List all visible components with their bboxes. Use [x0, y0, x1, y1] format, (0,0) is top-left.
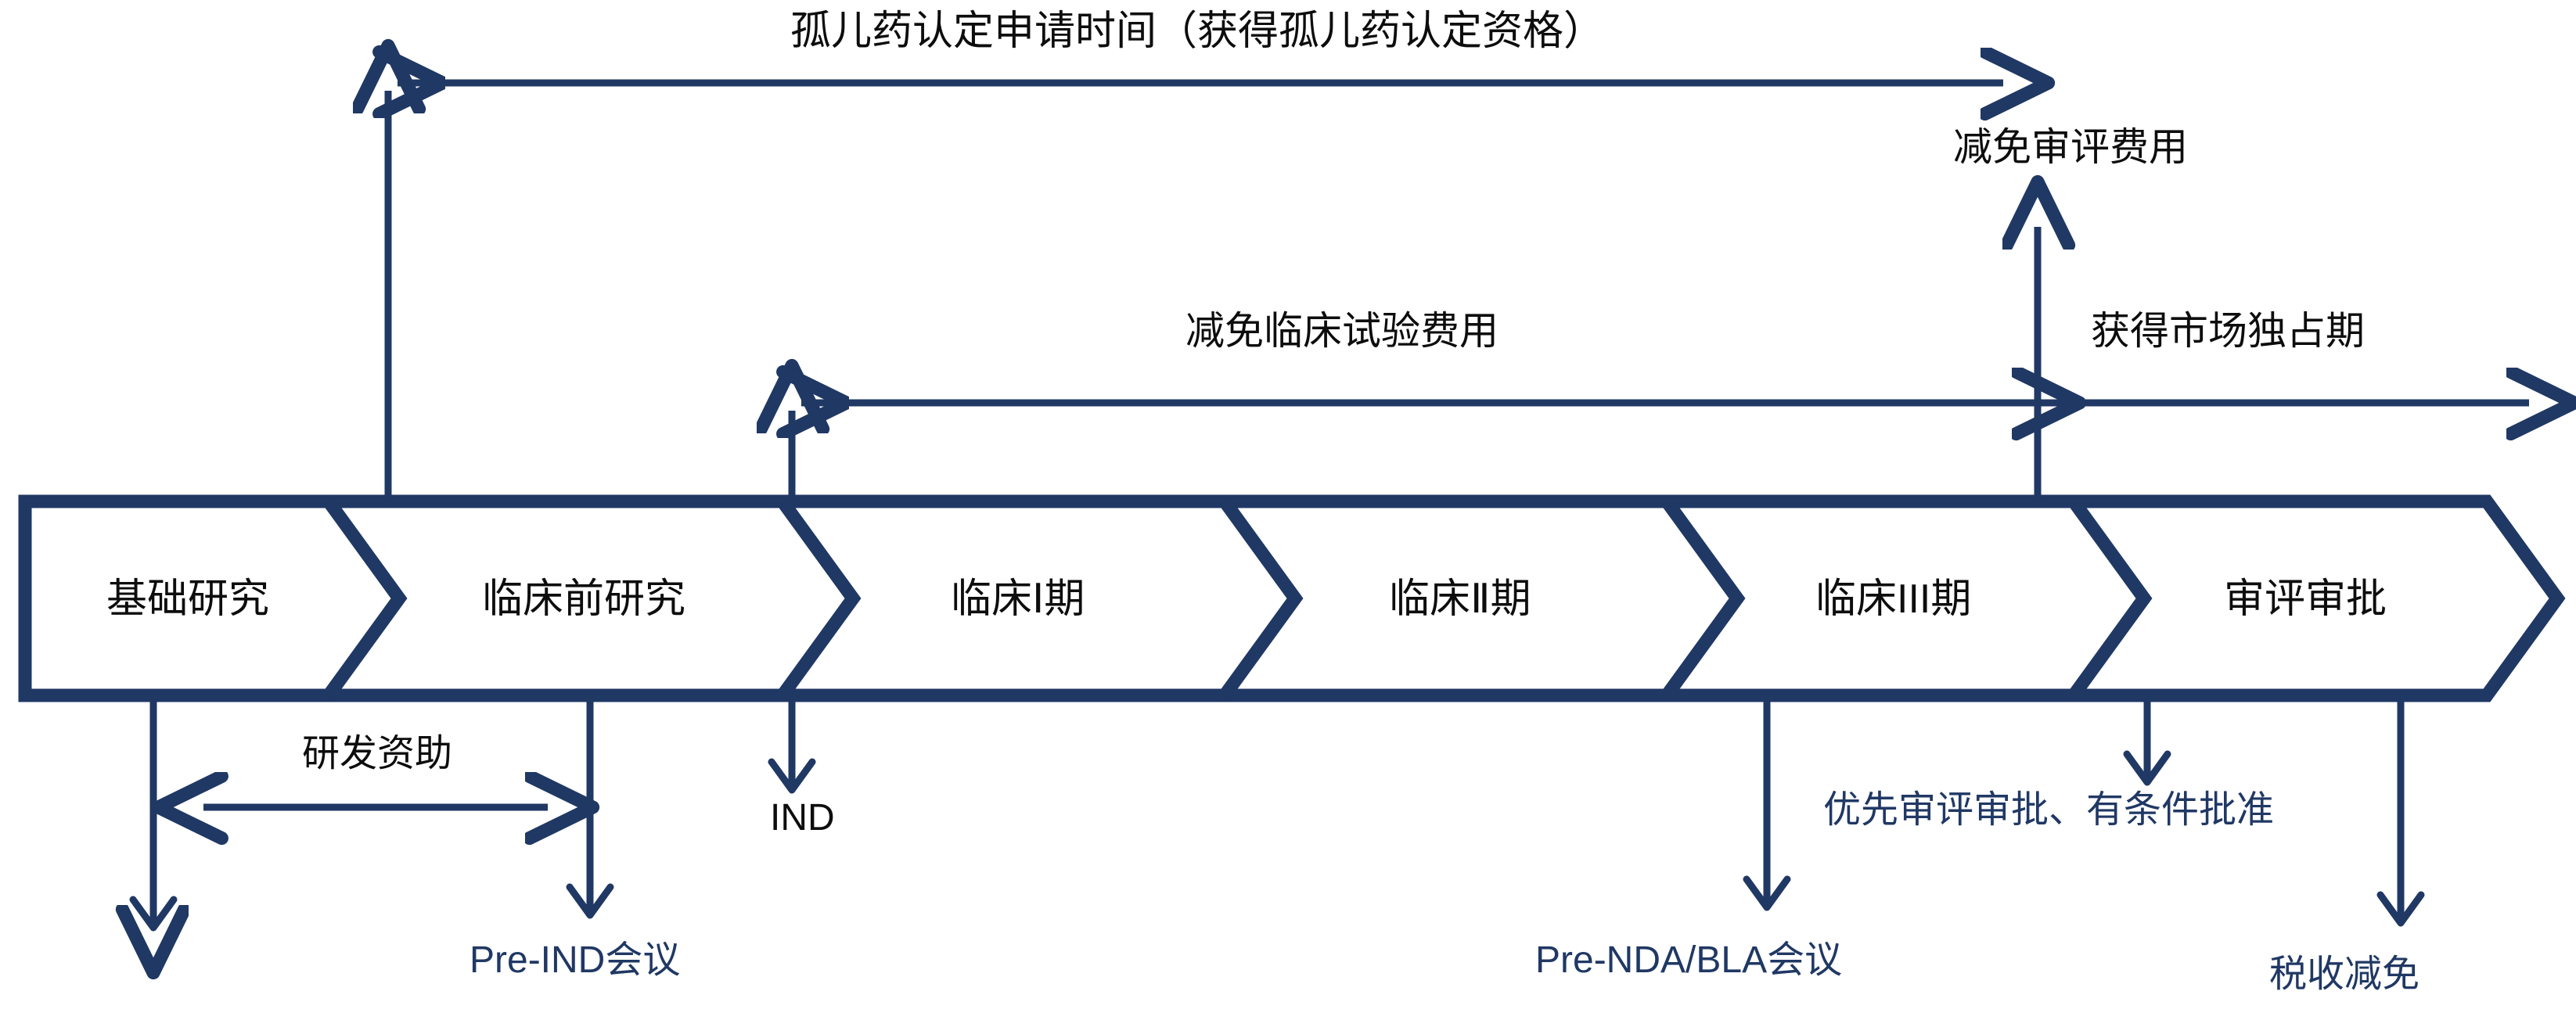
stage-label-basic-research: 基础研究 — [106, 576, 270, 622]
market-exclusivity-label: 获得市场独占期 — [2091, 309, 2365, 353]
fee-waiver-review-label: 减免审评费用 — [1953, 125, 2188, 169]
tax-reduction-label: 税收减免 — [2269, 954, 2420, 995]
chevron-dividers — [323, 497, 2153, 699]
stage-label-phase-3: 临床III期 — [1815, 576, 1972, 622]
stage-label-phase-2: 临床Ⅱ期 — [1389, 576, 1531, 622]
pre-nda-bla-meeting-label: Pre-NDA/BLA会议 — [1535, 939, 1843, 981]
stage-label-preclinical: 临床前研究 — [482, 576, 686, 622]
rd-funding-label: 研发资助 — [302, 733, 453, 774]
priority-review-label: 优先审评审批、有条件批准 — [1823, 789, 2275, 831]
bottom-arrowheads — [129, 750, 2425, 932]
orphan-designation-arrow-group — [388, 83, 2003, 501]
diagram-title: 孤儿药认定申请时间（获得孤儿药认定资格） — [790, 9, 1605, 54]
clinical-fee-waiver-arrow-group — [792, 403, 2035, 501]
process-bar — [18, 494, 2566, 702]
clinical-fee-waiver-label: 减免临床试验费用 — [1185, 309, 1498, 353]
stage-label-review-approval: 审评审批 — [2224, 576, 2387, 622]
bottom-callout-arrows — [153, 695, 2405, 928]
pre-ind-meeting-label: Pre-IND会议 — [470, 939, 681, 981]
stage-label-phase-1: 临床Ⅰ期 — [951, 576, 1085, 622]
ind-label: IND — [770, 797, 835, 839]
